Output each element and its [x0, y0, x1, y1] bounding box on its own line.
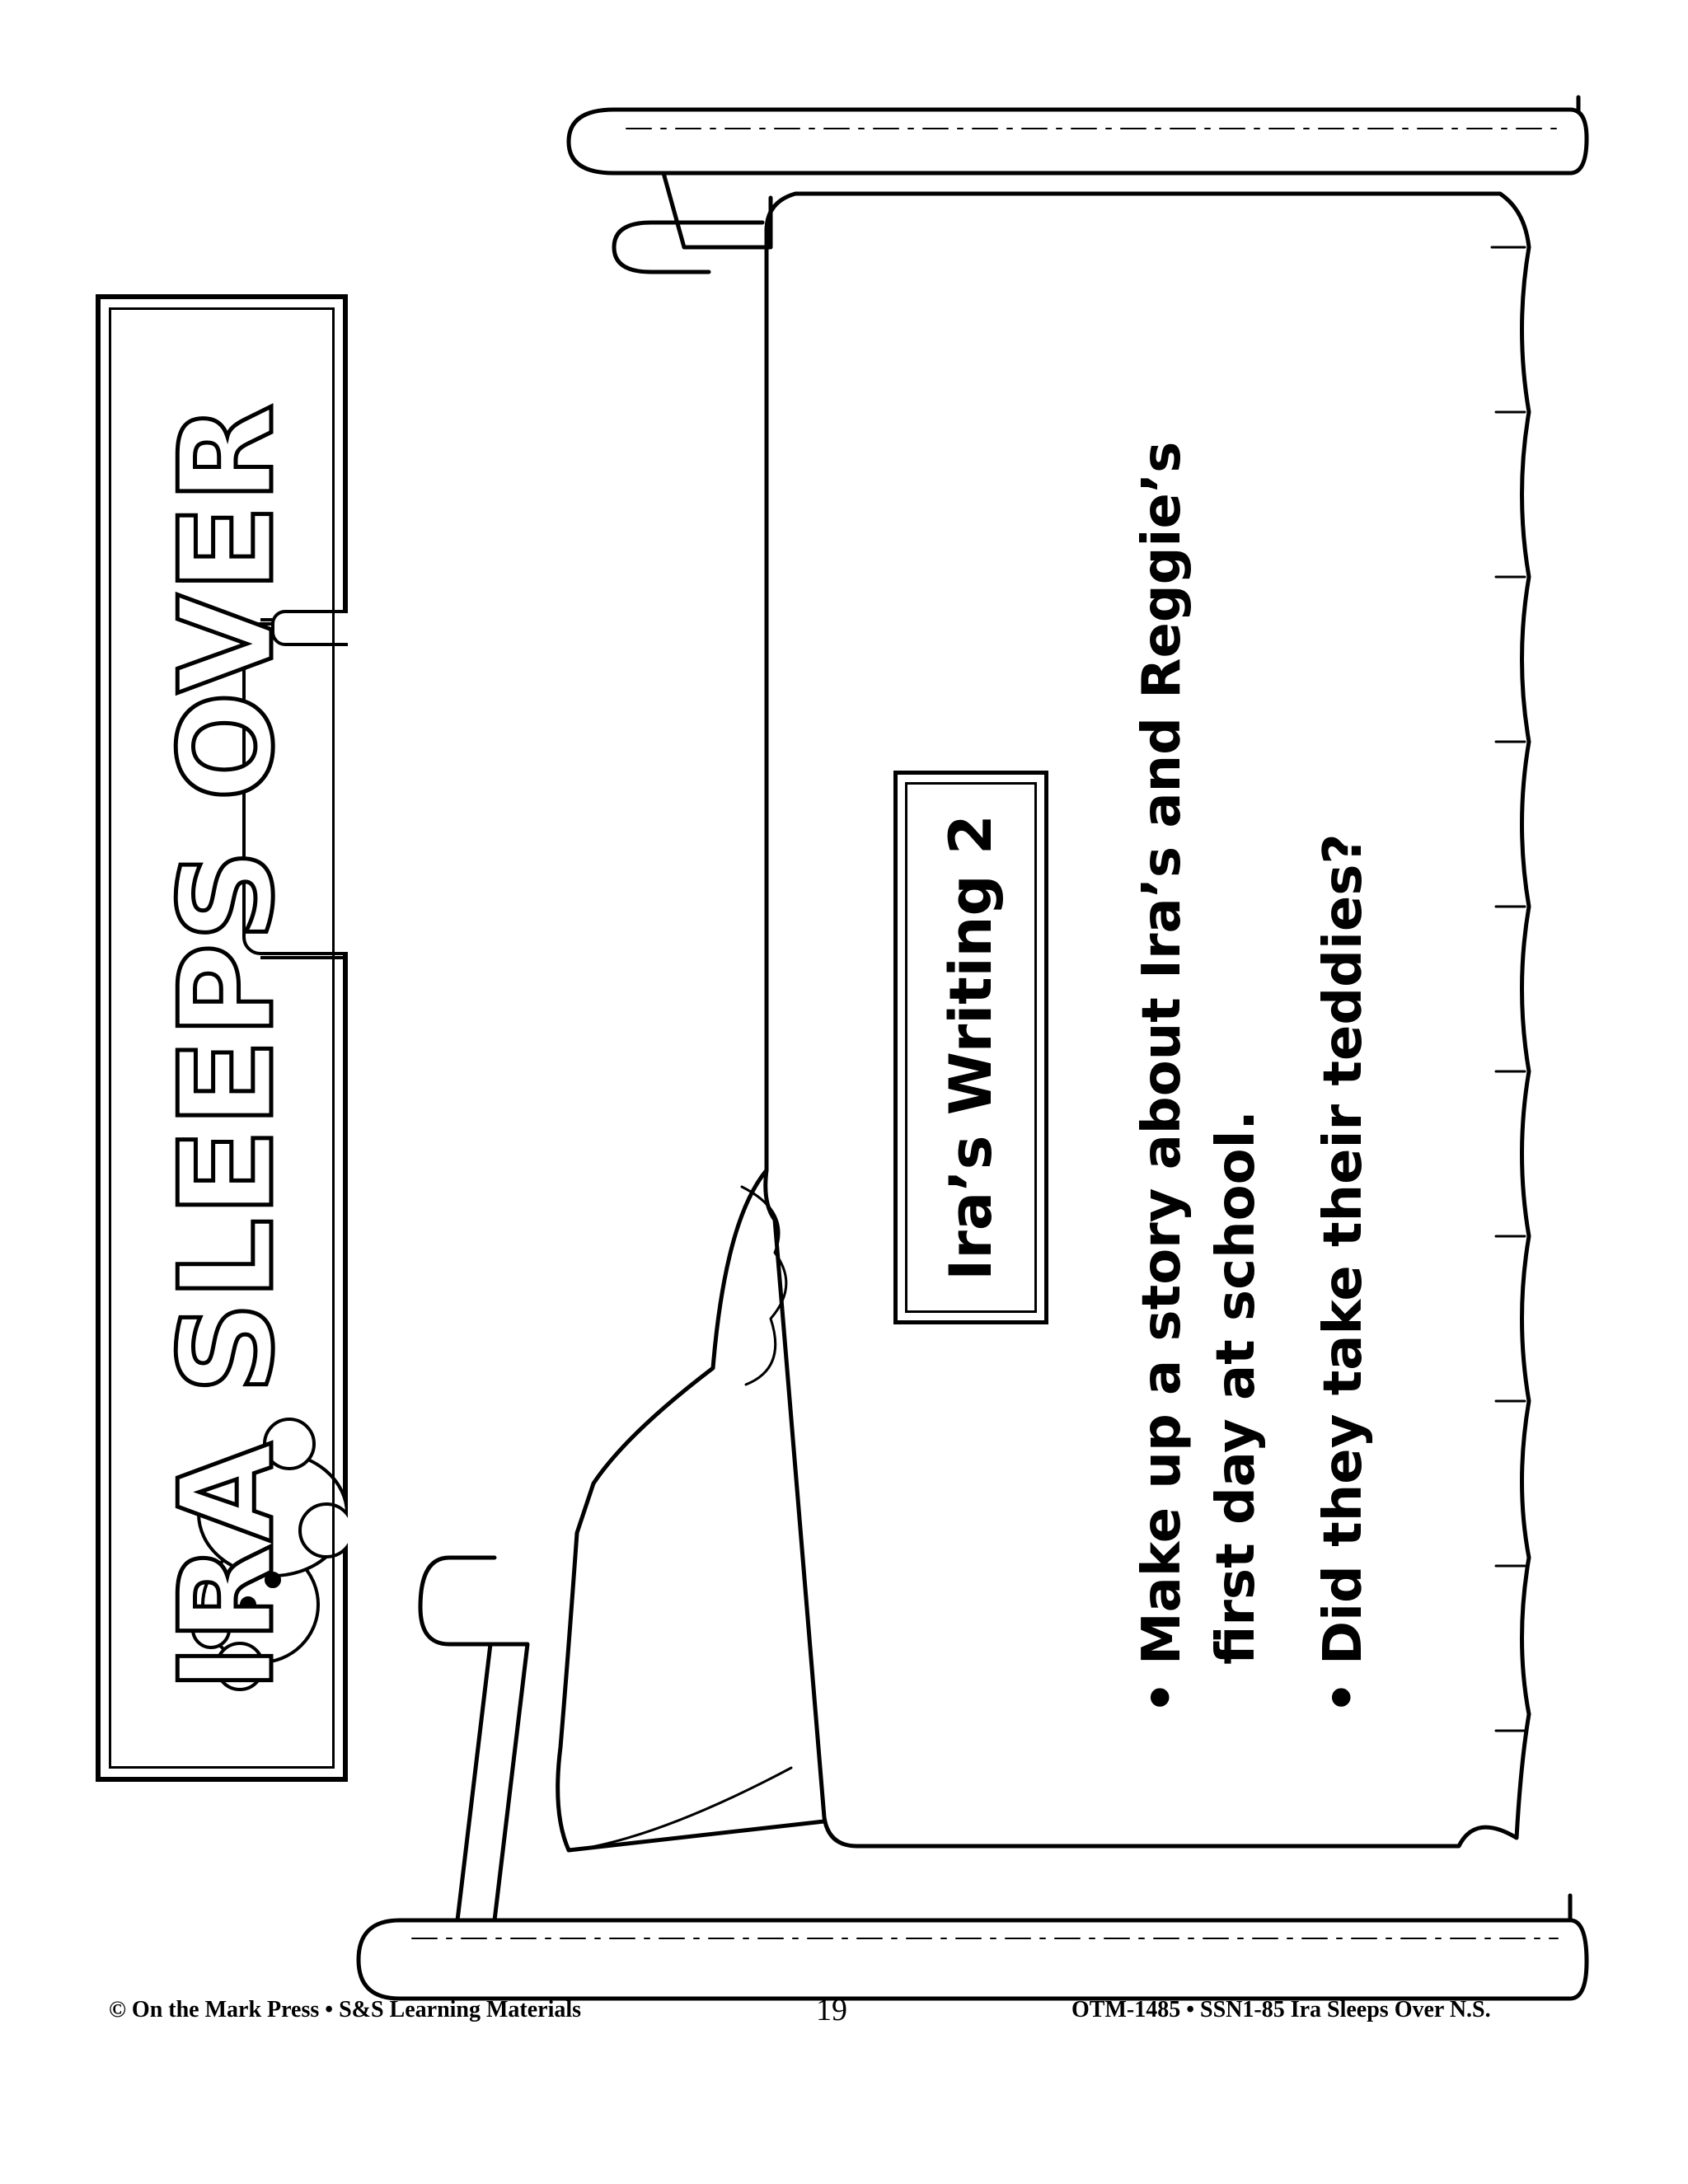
- teddy-bear-icon: [191, 610, 348, 1691]
- lower-post: [418, 1555, 493, 1923]
- list-item: • Make up a story about Ira’s and Reggie…: [1125, 313, 1273, 1714]
- bullet: •: [1313, 1680, 1374, 1714]
- activity-heading-box: Ira’s Writing 2: [893, 771, 1048, 1324]
- quilt: [763, 191, 1531, 1849]
- activity-heading: Ira’s Writing 2: [937, 814, 1005, 1281]
- bullet: •: [1132, 1680, 1193, 1714]
- bottom-rail: [356, 1918, 1589, 2001]
- prompt-text: Did they take their teddies?: [1313, 833, 1374, 1665]
- prompt-text: Make up a story about Ira’s and Reggie’s…: [1132, 441, 1267, 1665]
- list-item: • Did they take their teddies?: [1306, 313, 1381, 1714]
- top-rail: [566, 107, 1589, 176]
- pillow: [556, 1168, 827, 1853]
- footer-publisher: © On the Mark Press • S&S Learning Mater…: [109, 1997, 582, 2022]
- footer-catalog: OTM-1485 • SSN1-85 Ira Sleeps Over N.S.: [1071, 1997, 1491, 2022]
- page-number: 19: [816, 1993, 847, 2027]
- banner-title: IRA SLEEPS OVER: [150, 401, 304, 1694]
- page-footer: © On the Mark Press • S&S Learning Mater…: [0, 1993, 1688, 2046]
- upper-post: [612, 220, 765, 274]
- prompt-list: • Make up a story about Ira’s and Reggie…: [1125, 313, 1414, 1714]
- title-banner: IRA SLEEPS OVER: [96, 294, 348, 1782]
